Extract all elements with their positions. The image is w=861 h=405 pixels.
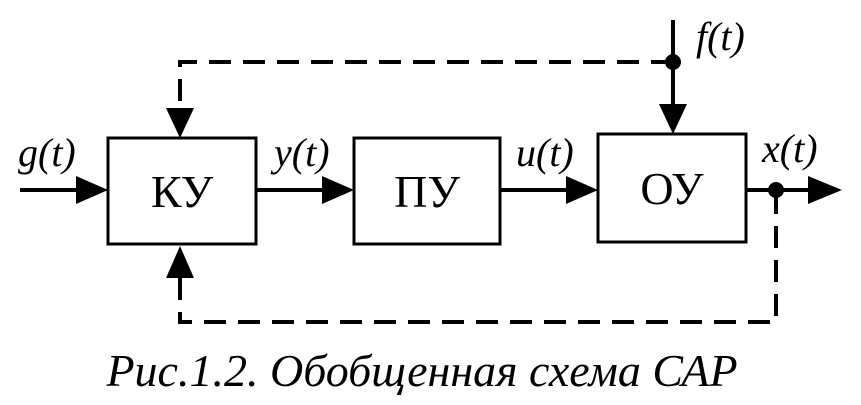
ku-bottom-input-arrow <box>166 246 194 278</box>
ou-top-input-arrow <box>659 104 687 134</box>
output-arrow <box>808 176 842 204</box>
ku-block-label: КУ <box>151 166 214 217</box>
signal-u-label: u(t) <box>516 130 574 175</box>
ou-block-label: ОУ <box>640 163 704 214</box>
pu-block-label: ПУ <box>394 166 460 217</box>
ou-input-arrow <box>566 176 598 204</box>
pu-input-arrow <box>322 176 354 204</box>
pu-block <box>352 136 502 246</box>
figure-caption: Рис.1.2. Обобщенная схема САР <box>105 345 737 396</box>
ku-block <box>106 136 258 246</box>
ku-input-arrow <box>76 176 108 204</box>
disturbance-junction-dot <box>665 54 681 70</box>
disturbance-feedback-line <box>178 60 673 112</box>
signal-y-label: y(t) <box>270 130 330 175</box>
ku-top-input-arrow <box>166 108 194 138</box>
output-junction-dot <box>768 182 784 198</box>
output-feedback-line <box>178 192 778 324</box>
signal-g-label: g(t) <box>18 130 76 175</box>
signal-f-label: f(t) <box>696 14 745 59</box>
ou-block <box>596 132 748 244</box>
signal-x-label: x(t) <box>761 126 818 171</box>
